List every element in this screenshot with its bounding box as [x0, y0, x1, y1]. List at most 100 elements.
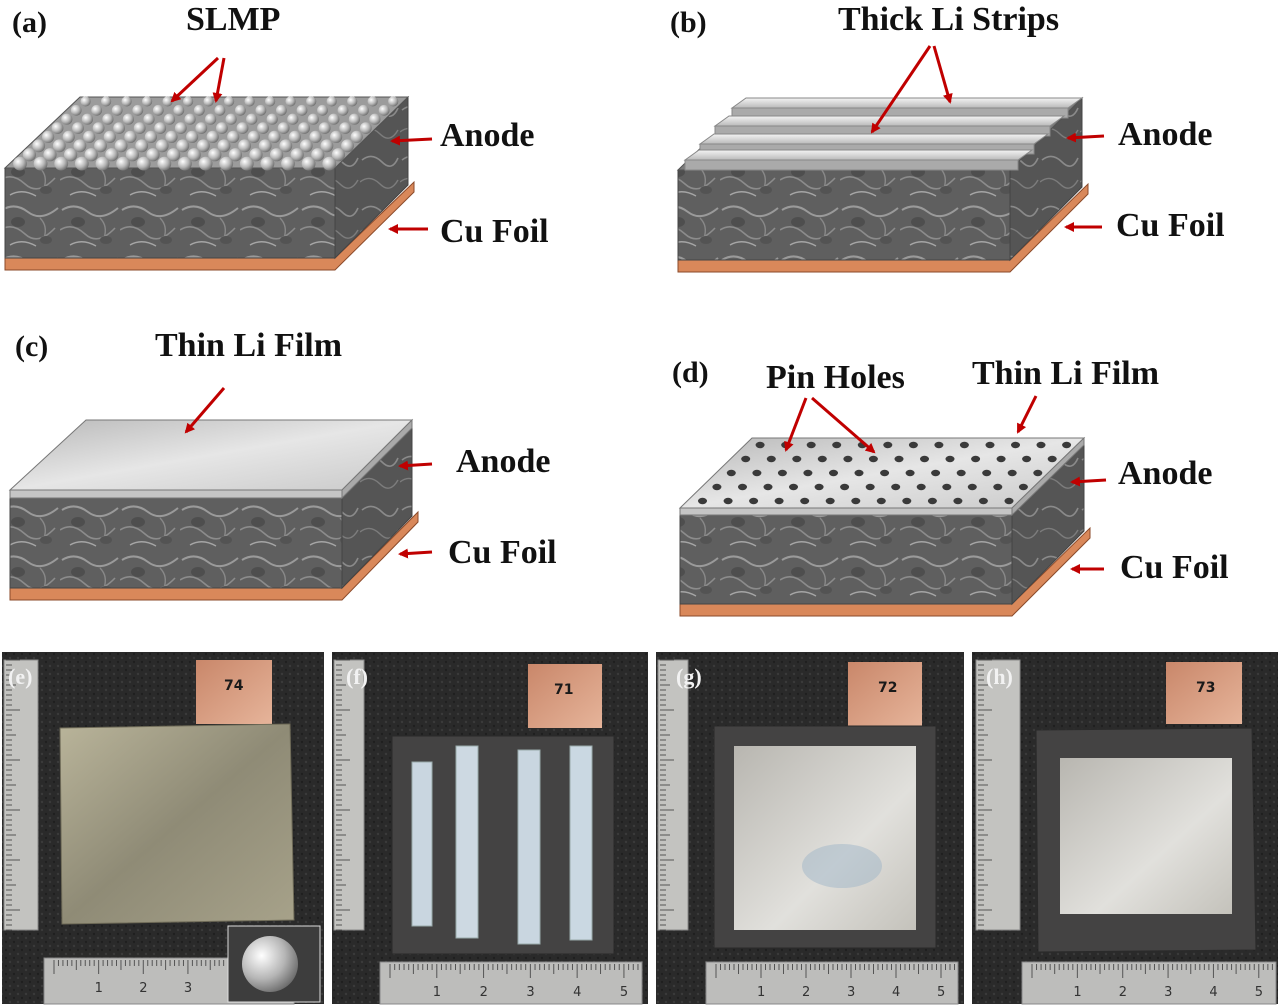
ruler-number: 1 [433, 985, 441, 1000]
slmp-particle [178, 156, 192, 171]
slmp-particle [281, 156, 295, 171]
photo-h-letter: (h) [986, 664, 1013, 689]
slmp-particle [268, 130, 281, 143]
slmp-particle [132, 104, 144, 116]
pin-hole [1007, 469, 1017, 477]
film-arrow [1016, 395, 1038, 434]
slmp-particle [72, 122, 84, 134]
slmp-particle [367, 96, 378, 107]
slmp-particle [276, 104, 287, 116]
slmp-particle [309, 130, 322, 143]
pin-hole [891, 483, 901, 491]
slmp-particle [187, 148, 201, 162]
slmp-particle [288, 130, 301, 143]
ruler-number: 3 [847, 985, 855, 1000]
slmp-particle [51, 122, 64, 134]
pin-hole [792, 455, 802, 463]
pin-hole [1047, 455, 1057, 463]
slmp-particle [32, 139, 46, 153]
slmp-particle [122, 113, 134, 125]
ruler-number: 1 [757, 985, 765, 1000]
pin-hole [766, 455, 776, 463]
slmp-particle [80, 96, 91, 107]
slmp-particle [173, 104, 185, 116]
thin-li-film-edge [9, 489, 343, 499]
slmp-particle [225, 113, 237, 125]
thin-li-film-label: Thin Li Film [972, 355, 1159, 392]
slmp-particle [42, 130, 55, 143]
slmp-particle [195, 122, 208, 134]
slmp-particle [105, 148, 119, 162]
pin-hole [902, 497, 912, 505]
slmp-particle [287, 113, 299, 125]
pin-hole [978, 497, 988, 505]
thin-li-film-side [1011, 436, 1085, 517]
pin-hole [726, 469, 736, 477]
slmp-particle [255, 104, 267, 116]
cu-foil-label: Cu Foil [440, 213, 549, 250]
slmp-particle [224, 96, 235, 107]
pin-hole [953, 497, 963, 505]
pin-hole [814, 483, 824, 491]
ruler-number: 2 [139, 981, 147, 996]
slmp-particle [341, 139, 354, 153]
slmp-particle [52, 139, 66, 153]
pin-hole [723, 497, 733, 505]
slmp-particle [320, 139, 334, 153]
pin-hole [971, 455, 981, 463]
pin-hole [741, 455, 751, 463]
slmp-particle [298, 122, 310, 134]
slmp-particle [91, 104, 103, 116]
slmp-particle [103, 130, 116, 143]
slmp-particles [13, 96, 399, 171]
slmp-particle [114, 139, 128, 153]
slmp-particle [219, 156, 234, 171]
ruler-ticks [978, 659, 992, 931]
pin-hole [934, 441, 944, 449]
slmp-particle [244, 96, 255, 107]
anode-label: Anode [456, 443, 550, 480]
cu-foil-arrow [398, 548, 433, 559]
anode-front [9, 497, 343, 589]
blue-tint [802, 844, 882, 888]
slmp-particle [246, 113, 258, 125]
slmp-particle [307, 113, 319, 125]
slmp-particle [152, 104, 164, 116]
anode-front [677, 169, 1011, 261]
pin-hole [752, 469, 762, 477]
slmp-particle [330, 130, 343, 143]
pin-hole [777, 469, 787, 477]
ruler-number: 3 [1164, 985, 1172, 1000]
slmp-particle [81, 113, 93, 125]
slmp-particle [133, 122, 146, 134]
slmp-particle [236, 122, 249, 134]
pin-hole [1004, 497, 1014, 505]
slmp-particle [258, 139, 272, 153]
slmp-particle [135, 139, 149, 153]
pin-hole [763, 483, 773, 491]
pin-hole [880, 469, 890, 477]
pin-hole-arrow-2 [811, 396, 876, 454]
pin-hole [982, 469, 992, 477]
panel-c-letter: (c) [15, 330, 48, 363]
pin-hole [840, 483, 850, 491]
ruler-ticks [336, 659, 350, 931]
slmp-particle [358, 104, 369, 116]
slmp-particle [279, 139, 293, 153]
pin-hole [908, 441, 918, 449]
slmp-particle [228, 148, 242, 162]
pin-hole [942, 483, 952, 491]
anode-label: Anode [1118, 455, 1212, 492]
pin-hole [1022, 455, 1032, 463]
slmp-particle [33, 156, 48, 171]
ruler-ticks [6, 659, 20, 931]
pin-hole [851, 497, 861, 505]
anode-arrow [1066, 132, 1105, 143]
pin-hole [959, 441, 969, 449]
